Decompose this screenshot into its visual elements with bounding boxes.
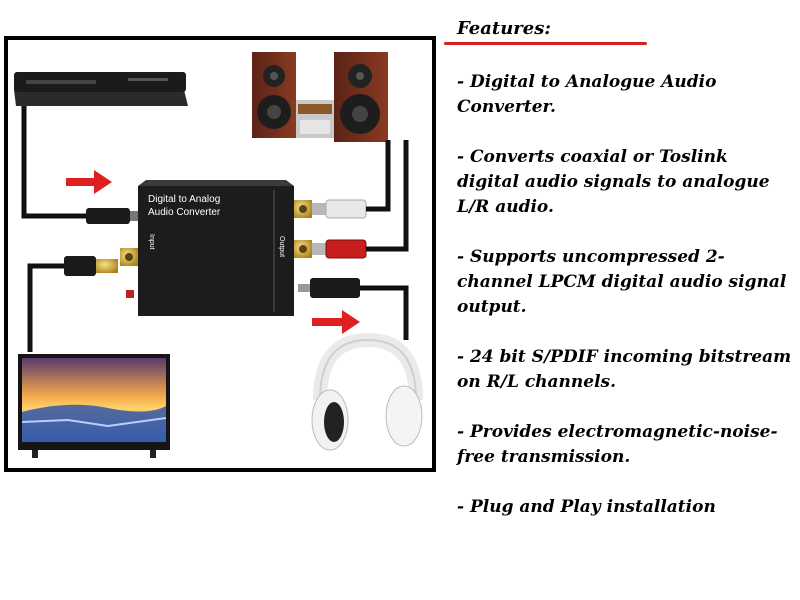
input-arrow-icon [66,170,112,194]
output-label: Output [278,236,285,257]
coaxial-plug [64,256,118,276]
feature-item-2: - Converts coaxial or Toslink digital au… [457,147,770,217]
feature-item-5: - Provides electromagnetic-noise-free tr… [457,422,778,467]
output-arrow-icon [312,310,360,334]
feature-item-1: - Digital to Analogue Audio Converter. [457,72,717,117]
diagram-illustration: Digital to Analog Audio Converter Input … [14,52,423,458]
coaxial-cable [27,263,66,352]
audio-cable-left [366,140,391,212]
speaker-system-icon [252,52,388,142]
optical-cable [21,106,88,219]
connection-diagram: Digital to Analog Audio Converter Input … [4,36,436,472]
tv-icon [18,354,170,458]
feature-item-3: - Supports uncompressed 2-channel LPCM d… [457,247,787,317]
optical-plug [86,208,140,224]
converter-title-line2: Audio Converter [148,207,221,218]
converter-box [120,180,312,316]
input-label: Input [148,234,155,250]
headphones-icon [311,332,423,451]
dvd-player-icon [14,72,188,106]
feature-item-4: - 24 bit S/PDIF incoming bitstream on R/… [457,347,792,392]
features-title: Features: [457,18,552,39]
feature-item-6: - Plug and Play installation [457,497,716,517]
audio-cable-right [366,140,409,252]
rca-plug-white [312,199,367,219]
title-underline [444,42,647,45]
converter-title-line1: Digital to Analog [148,194,220,205]
features-section: Features: [457,18,797,39]
rca-plug-red [312,239,367,259]
power-plug [298,278,409,340]
